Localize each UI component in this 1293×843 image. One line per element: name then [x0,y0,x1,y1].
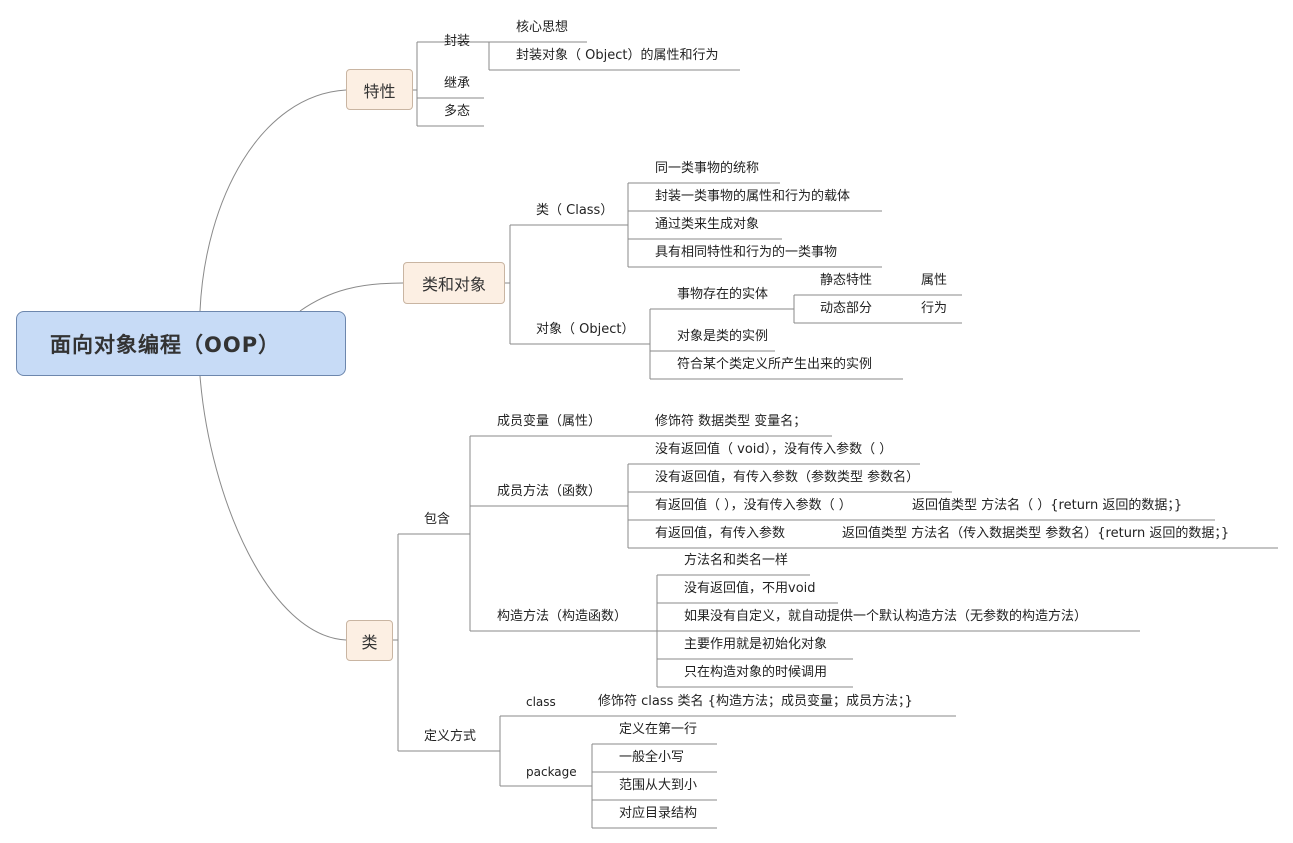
node-package-keyword[interactable]: package [526,765,577,779]
node-definition[interactable]: 定义方式 [424,729,477,744]
node-method-item-1[interactable]: 没有返回值（ void），没有传入参数（ ） [655,442,893,457]
node-pkg-item-1[interactable]: 定义在第一行 [619,722,698,737]
node-ctor-item-4[interactable]: 主要作用就是初始化对象 [684,637,828,652]
node-encapsulation[interactable]: 封装 [444,34,471,49]
node-pkg-item-2[interactable]: 一般全小写 [619,750,685,765]
node-class-item-1[interactable]: 同一类事物的统称 [655,161,760,176]
connector-root-features [199,89,347,312]
node-attribute[interactable]: 属性 [921,273,948,288]
node-object-item-1[interactable]: 对象是类的实例 [677,329,769,344]
node-encapsulate-object[interactable]: 封装对象（ Object）的属性和行为 [516,48,719,63]
node-member-var-syntax[interactable]: 修饰符 数据类型 变量名； [655,414,807,429]
node-method-item-3[interactable]: 有返回值（ ），没有传入参数（ ） [655,498,852,513]
node-class-item-2[interactable]: 封装一类事物的属性和行为的载体 [655,189,851,204]
node-class-item-4[interactable]: 具有相同特性和行为的一类事物 [655,245,838,260]
node-ctor-item-3[interactable]: 如果没有自定义，就自动提供一个默认构造方法（无参数的构造方法） [684,609,1088,624]
main-topic-features[interactable]: 特性 [346,69,413,110]
node-static[interactable]: 静态特性 [820,273,873,288]
node-ctor-item-1[interactable]: 方法名和类名一样 [684,553,789,568]
connector-root-class-object [299,282,404,312]
main-topic-class-object[interactable]: 类和对象 [403,262,505,304]
node-class-keyword[interactable]: class [526,695,556,709]
node-contains[interactable]: 包含 [424,512,451,527]
node-dynamic[interactable]: 动态部分 [820,301,873,316]
node-ctor-item-5[interactable]: 只在构造对象的时候调用 [684,665,828,680]
root-topic[interactable]: 面向对象编程（OOP） [16,311,346,376]
node-behavior[interactable]: 行为 [921,301,948,316]
node-entity[interactable]: 事物存在的实体 [677,287,769,302]
node-object-item-2[interactable]: 符合某个类定义所产生出来的实例 [677,357,873,372]
node-member-var[interactable]: 成员变量（属性） [497,414,602,429]
connector-root-class [199,375,347,641]
node-polymorphism[interactable]: 多态 [444,104,471,119]
node-pkg-item-3[interactable]: 范围从大到小 [619,778,698,793]
node-object-branch[interactable]: 对象（ Object） [536,322,635,337]
node-member-method[interactable]: 成员方法（函数） [497,484,602,499]
node-method-syntax-2[interactable]: 返回值类型 方法名（传入数据类型 参数名）{return 返回的数据；} [842,526,1230,541]
node-method-syntax-1[interactable]: 返回值类型 方法名（ ）{return 返回的数据；} [912,498,1183,513]
node-method-item-2[interactable]: 没有返回值，有传入参数（参数类型 参数名） [655,470,920,485]
node-method-item-4[interactable]: 有返回值，有传入参数 [655,526,786,541]
node-inheritance[interactable]: 继承 [444,76,471,91]
node-core-idea[interactable]: 核心思想 [516,20,569,35]
node-constructor[interactable]: 构造方法（构造函数） [497,609,628,624]
node-class-item-3[interactable]: 通过类来生成对象 [655,217,760,232]
node-pkg-item-4[interactable]: 对应目录结构 [619,806,698,821]
node-ctor-item-2[interactable]: 没有返回值，不用void [684,581,816,596]
node-class-branch[interactable]: 类（ Class） [536,203,614,218]
node-class-syntax[interactable]: 修饰符 class 类名 {构造方法；成员变量；成员方法；} [598,694,913,709]
main-topic-class[interactable]: 类 [346,620,393,661]
